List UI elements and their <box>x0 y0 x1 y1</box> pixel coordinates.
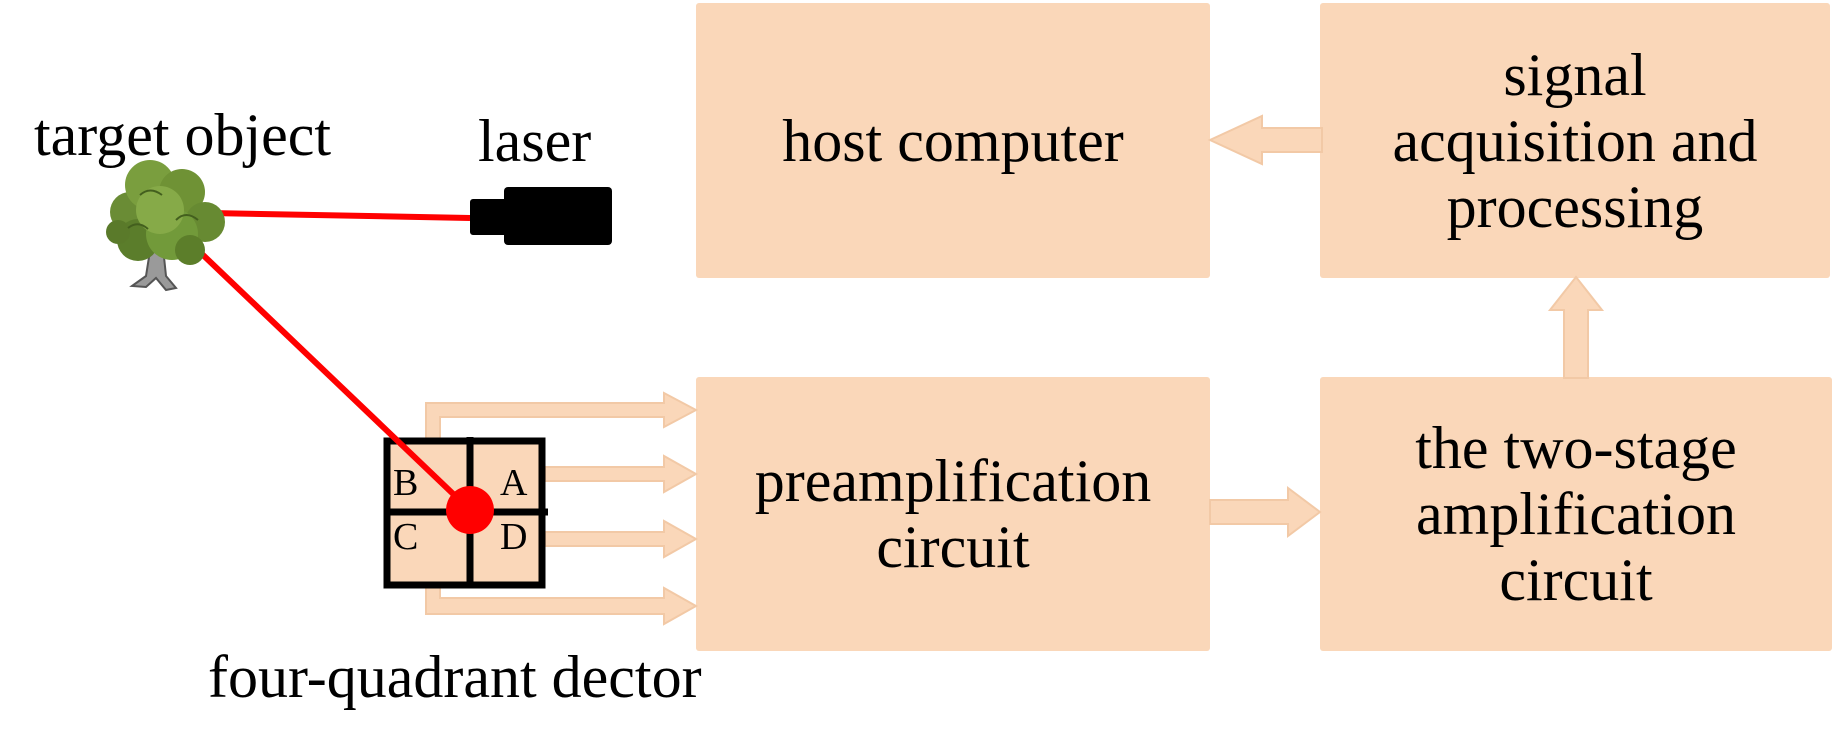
detector-output-arrow-3 <box>544 519 699 559</box>
laser-label: laser <box>478 108 592 174</box>
detector-output-arrow-2 <box>544 454 699 494</box>
two-stage-line-2: amplification <box>1416 481 1736 547</box>
two-stage-amplification-box: the two-stage amplification circuit <box>1320 377 1832 651</box>
signal-acquisition-line-3: processing <box>1446 173 1704 240</box>
laser-spot <box>446 486 494 534</box>
preamplification-line-2: circuit <box>876 514 1030 580</box>
tree-icon <box>106 160 225 292</box>
target-object-label: target object <box>34 102 332 168</box>
arrow-to-two-stage <box>1209 486 1322 538</box>
laser-beam-to-detector <box>155 209 473 513</box>
preamplification-box: preamplification circuit <box>696 377 1210 651</box>
preamplification-line-1: preamplification <box>754 448 1152 514</box>
two-stage-line-3: circuit <box>1499 547 1653 613</box>
quadrant-label-d: D <box>500 516 528 558</box>
host-computer-box: host computer <box>696 3 1210 278</box>
detector-output-arrow-1 <box>425 391 699 441</box>
host-computer-label: host computer <box>782 107 1124 174</box>
signal-acquisition-line-2: acquisition and <box>1392 107 1758 174</box>
quadrant-label-b: B <box>393 462 419 504</box>
signal-acquisition-line-1: signal <box>1503 41 1647 108</box>
quadrant-label-c: C <box>393 516 419 558</box>
laser-device-icon <box>470 187 612 245</box>
arrow-to-host-computer <box>1207 114 1323 166</box>
arrow-to-signal-processing <box>1547 275 1605 379</box>
detector-output-arrow-4 <box>425 579 699 626</box>
two-stage-line-1: the two-stage <box>1415 415 1737 481</box>
quadrant-label-a: A <box>500 462 528 504</box>
four-quadrant-detector-label: four-quadrant dector <box>208 644 702 710</box>
signal-acquisition-box: signal acquisition and processing <box>1320 3 1830 278</box>
